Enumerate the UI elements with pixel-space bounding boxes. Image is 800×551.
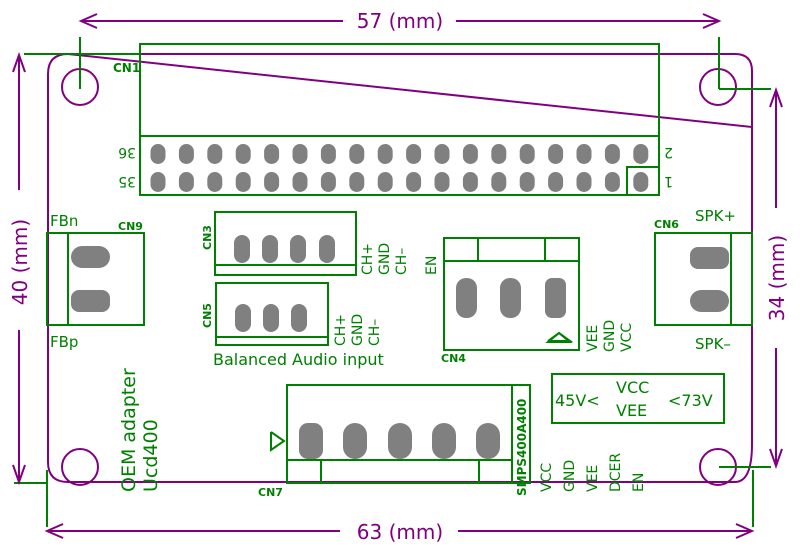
cn3-pin-chminus: CH– [394,248,410,275]
cn1-pin-2: 2 [664,144,673,160]
dimension-57mm: 57 (mm) [78,9,722,89]
cn1-pad [406,144,422,164]
cn1-pad [150,144,166,164]
voltage-max: <73V [668,391,713,410]
board-title-line1: OEM adapter [118,368,140,492]
cn1-header: CN1 36 35 2 1 [113,43,673,196]
cn1-pad [434,172,450,192]
cn1-pad [207,144,223,164]
cn1-pin-35: 35 [118,173,136,189]
cn4-pin-gnd: GND [602,320,618,352]
cn6-spkplus-label: SPK+ [695,207,736,225]
voltage-vee: VEE [616,401,647,420]
cn9-label: CN9 [118,220,143,233]
cn1-pad [320,144,336,164]
cn4-label: CN4 [441,352,466,365]
voltage-range-box: 45V< VCC VEE <73V [551,373,725,424]
cn1-pad [548,172,564,192]
cn1-pad [377,144,393,164]
cn6-label: CN6 [654,218,679,231]
cn9-fbp-label: FBp [50,333,78,351]
cn3-connector: CN3 CH+ GND CH– EN [201,211,440,276]
dimension-40mm: 40 (mm) [8,51,140,486]
cn1-pad [491,172,507,192]
cn1-pad [207,172,223,192]
cn9-fbn-label: FBn [50,212,78,230]
cn4-connector: CN4 VEE GND VCC [441,237,635,365]
cn7-module-label: SMPS400A400 [515,399,529,496]
dimension-34mm: 34 (mm) [719,86,789,470]
cn7-pin-gnd: GND [562,460,578,492]
mounting-hole-bl [61,448,99,486]
cn1-pad [462,144,478,164]
cn1-pad [462,172,478,192]
dimension-40-label: 40 (mm) [8,219,32,305]
cn1-pad [633,172,649,192]
cn5-pin-chminus: CH– [367,319,383,346]
dimension-63-label: 63 (mm) [357,520,443,544]
cn1-pad [292,144,308,164]
cn1-pin-1: 1 [664,173,673,189]
dimension-63mm: 63 (mm) [44,470,755,544]
dimension-34-label: 34 (mm) [765,235,789,321]
cn3-label: CN3 [201,225,214,250]
cn1-pad [264,172,280,192]
cn1-pad [519,144,535,164]
cn1-pad [548,144,564,164]
voltage-vcc: VCC [616,378,649,397]
cn1-pad [235,172,251,192]
cn1-pad [604,144,620,164]
cn1-pad [604,172,620,192]
cn5-label: CN5 [201,303,214,328]
cn7-pin-vee: VEE [585,465,601,492]
cn5-pin-gnd: GND [350,314,366,346]
cn1-pad [576,172,592,192]
board-title-line2: Ucd400 [140,419,162,492]
cn7-pin-vcc: VCC [539,463,555,492]
cn1-pad [349,144,365,164]
cn3-pin-gnd: GND [377,243,393,275]
cn7-pin-en: EN [631,473,647,492]
cn5-pin-chplus: CH+ [333,314,349,346]
cn9-connector: FBn FBp CN9 [46,212,145,351]
cn1-label: CN1 [113,61,140,75]
cn6-spkminus-label: SPK– [695,335,731,353]
cn3-pin-chplus: CH+ [360,243,376,275]
cn1-pad [434,144,450,164]
cn1-pad [377,172,393,192]
dimension-57-label: 57 (mm) [357,9,443,33]
cn1-pad [320,172,336,192]
cn1-pad [235,144,251,164]
cn1-pad [349,172,365,192]
cn1-pad [491,144,507,164]
cn4-pin-vee: VEE [585,325,601,352]
cn1-pad [264,144,280,164]
cn5-connector: CN5 CH+ GND CH– Balanced Audio input [201,282,384,369]
cn7-pin-dcer: DCER [608,453,624,492]
cn1-pad [406,172,422,192]
cn7-connector: CN7 SMPS400A400 VCC GND VEE DCER EN [258,384,647,499]
cn6-connector: CN6 SPK+ SPK– [654,207,753,353]
cn3-pin-en: EN [424,256,440,275]
cn1-pad [633,144,649,164]
cn1-pad [292,172,308,192]
cn1-pad [576,144,592,164]
cn4-pin-vcc: VCC [619,323,635,352]
cn1-pad [150,172,166,192]
voltage-min: 45V< [555,391,600,410]
cn7-label: CN7 [258,486,283,499]
cn1-pad [178,144,194,164]
cn1-pad [519,172,535,192]
balanced-audio-caption: Balanced Audio input [213,350,384,369]
cn1-pad [178,172,194,192]
cn1-pin-36: 36 [118,144,136,160]
